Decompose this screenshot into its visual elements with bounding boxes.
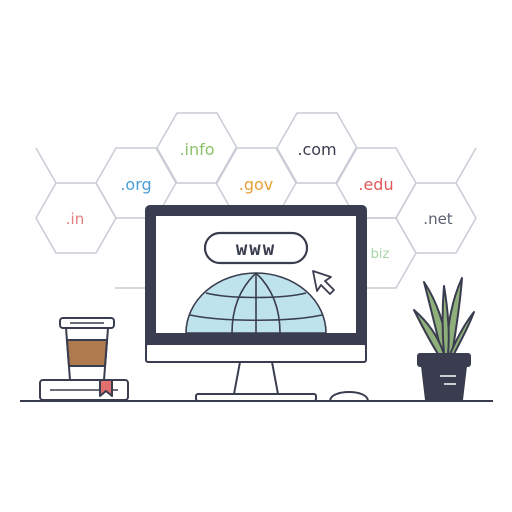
tld-net-label: .net bbox=[423, 210, 453, 228]
address-bar[interactable]: www bbox=[203, 231, 309, 265]
pot-body bbox=[421, 365, 467, 401]
monitor-base bbox=[195, 393, 317, 402]
bookmark-icon bbox=[99, 379, 113, 397]
hex-edge-left bbox=[35, 147, 57, 184]
tld-biz-label: biz bbox=[371, 247, 390, 262]
globe-parallel-2 bbox=[189, 314, 323, 322]
cursor-arrow-icon bbox=[312, 270, 335, 295]
pot-rim bbox=[417, 353, 471, 367]
mouse-icon bbox=[328, 391, 370, 402]
globe-meridian-1 bbox=[231, 272, 257, 334]
plant-leaf-4 bbox=[449, 311, 475, 355]
address-bar-text: www bbox=[236, 238, 276, 260]
hex-info bbox=[156, 112, 238, 184]
globe-meridian-2 bbox=[255, 272, 281, 334]
hex-in bbox=[35, 182, 117, 254]
address-bar-frame[interactable] bbox=[203, 231, 309, 265]
tld-edu-label: .edu bbox=[358, 175, 393, 194]
monitor-stand bbox=[233, 361, 279, 395]
tld-org-label: .org bbox=[120, 175, 151, 194]
monitor-chin bbox=[145, 343, 367, 363]
potted-plant bbox=[413, 277, 475, 401]
globe-icon bbox=[185, 272, 327, 334]
tld-info-label: .info bbox=[179, 140, 214, 159]
book-stack bbox=[39, 379, 129, 401]
cup-sleeve bbox=[66, 339, 108, 367]
coffee-cup bbox=[59, 317, 115, 381]
plant-leaf-5 bbox=[441, 285, 450, 355]
tld-in-label: .in bbox=[66, 210, 84, 228]
hex-edge-right bbox=[455, 147, 477, 184]
hex-com bbox=[276, 112, 358, 184]
globe-parallel-1 bbox=[205, 292, 307, 299]
tld-com-label: .com bbox=[297, 140, 336, 159]
plant-leaf-3 bbox=[413, 309, 445, 355]
tld-gov-label: .gov bbox=[239, 175, 274, 194]
